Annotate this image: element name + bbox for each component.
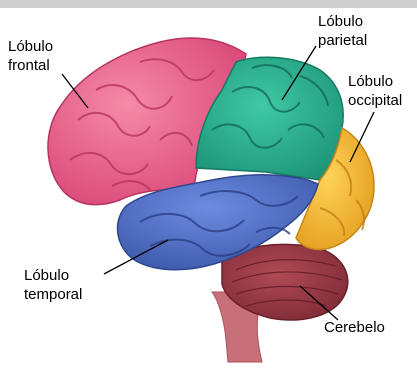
label-temporal-lobe: Lóbulo temporal	[24, 266, 82, 304]
label-occipital-lobe: Lóbulo occipital	[348, 72, 402, 110]
label-cerebellum: Cerebelo	[324, 318, 385, 337]
label-parietal-line-1: Lóbulo	[318, 12, 367, 31]
label-cerebellum-line-1: Cerebelo	[324, 318, 385, 337]
label-parietal-lobe: Lóbulo parietal	[318, 12, 367, 50]
label-parietal-line-2: parietal	[318, 31, 367, 50]
label-occipital-line-2: occipital	[348, 91, 402, 110]
label-frontal-line-1: Lóbulo	[8, 37, 53, 56]
label-occipital-line-1: Lóbulo	[348, 72, 402, 91]
label-temporal-line-1: Lóbulo	[24, 266, 82, 285]
label-frontal-lobe: Lóbulo frontal	[8, 37, 53, 75]
label-frontal-line-2: frontal	[8, 56, 53, 75]
label-temporal-line-2: temporal	[24, 285, 82, 304]
